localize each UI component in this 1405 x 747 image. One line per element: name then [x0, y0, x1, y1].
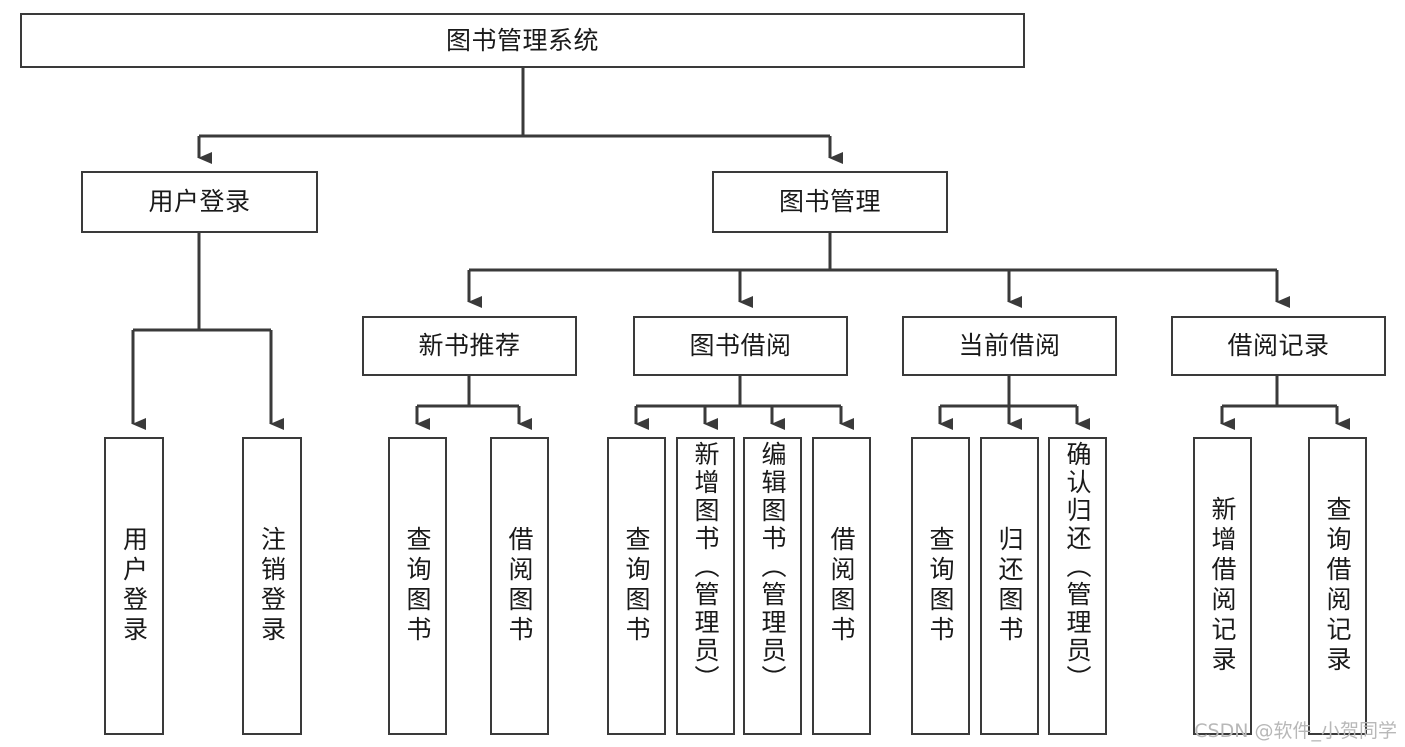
node-borrow-record[interactable]: 借阅记录 [1171, 316, 1386, 376]
node-label: 查询图书 [622, 526, 651, 646]
node-label: 注销登录 [257, 526, 287, 646]
node-label: 当前借阅 [958, 331, 1061, 360]
leaf-borrow-query-book[interactable]: 查询图书 [607, 437, 666, 735]
node-root-system[interactable]: 图书管理系统 [20, 13, 1025, 68]
leaf-user-login[interactable]: 用户登录 [104, 437, 164, 735]
leaf-borrow-edit-book[interactable]: 编辑图书（管理员） [743, 437, 802, 735]
node-label: 编辑图书（管理员） [758, 441, 787, 693]
leaf-newbook-query-book[interactable]: 查询图书 [388, 437, 447, 735]
leaf-current-confirm-return[interactable]: 确认归还（管理员） [1048, 437, 1107, 735]
node-current-borrow[interactable]: 当前借阅 [902, 316, 1117, 376]
leaf-current-return-book[interactable]: 归还图书 [980, 437, 1039, 735]
node-label: 新增借阅记录 [1208, 496, 1237, 676]
csdn-watermark: CSDN @软件_小贺同学 [1194, 720, 1397, 742]
leaf-user-logout[interactable]: 注销登录 [242, 437, 302, 735]
node-new-book-recommend[interactable]: 新书推荐 [362, 316, 577, 376]
leaf-record-query-record[interactable]: 查询借阅记录 [1308, 437, 1367, 735]
node-label: 归还图书 [995, 526, 1024, 646]
node-label: 图书管理 [778, 187, 881, 216]
leaf-newbook-borrow-book[interactable]: 借阅图书 [490, 437, 549, 735]
node-label: 查询图书 [403, 526, 432, 646]
node-label: 用户登录 [119, 526, 149, 646]
node-label: 确认归还（管理员） [1063, 441, 1092, 693]
node-label: 新增图书（管理员） [691, 441, 720, 693]
leaf-record-add-record[interactable]: 新增借阅记录 [1193, 437, 1252, 735]
node-label: 借阅图书 [827, 526, 856, 646]
node-label: 借阅记录 [1227, 331, 1330, 360]
leaf-current-query-book[interactable]: 查询图书 [911, 437, 970, 735]
node-label: 用户登录 [148, 187, 251, 216]
node-label: 查询图书 [926, 526, 955, 646]
node-book-borrow[interactable]: 图书借阅 [633, 316, 848, 376]
node-user-login[interactable]: 用户登录 [81, 171, 318, 233]
leaf-borrow-add-book[interactable]: 新增图书（管理员） [676, 437, 735, 735]
node-label: 查询借阅记录 [1323, 496, 1352, 676]
leaf-borrow-lend-book[interactable]: 借阅图书 [812, 437, 871, 735]
node-label: 图书管理系统 [445, 25, 599, 55]
node-book-management[interactable]: 图书管理 [712, 171, 948, 233]
node-label: 新书推荐 [418, 331, 521, 360]
node-label: 图书借阅 [689, 331, 792, 360]
node-label: 借阅图书 [505, 526, 534, 646]
